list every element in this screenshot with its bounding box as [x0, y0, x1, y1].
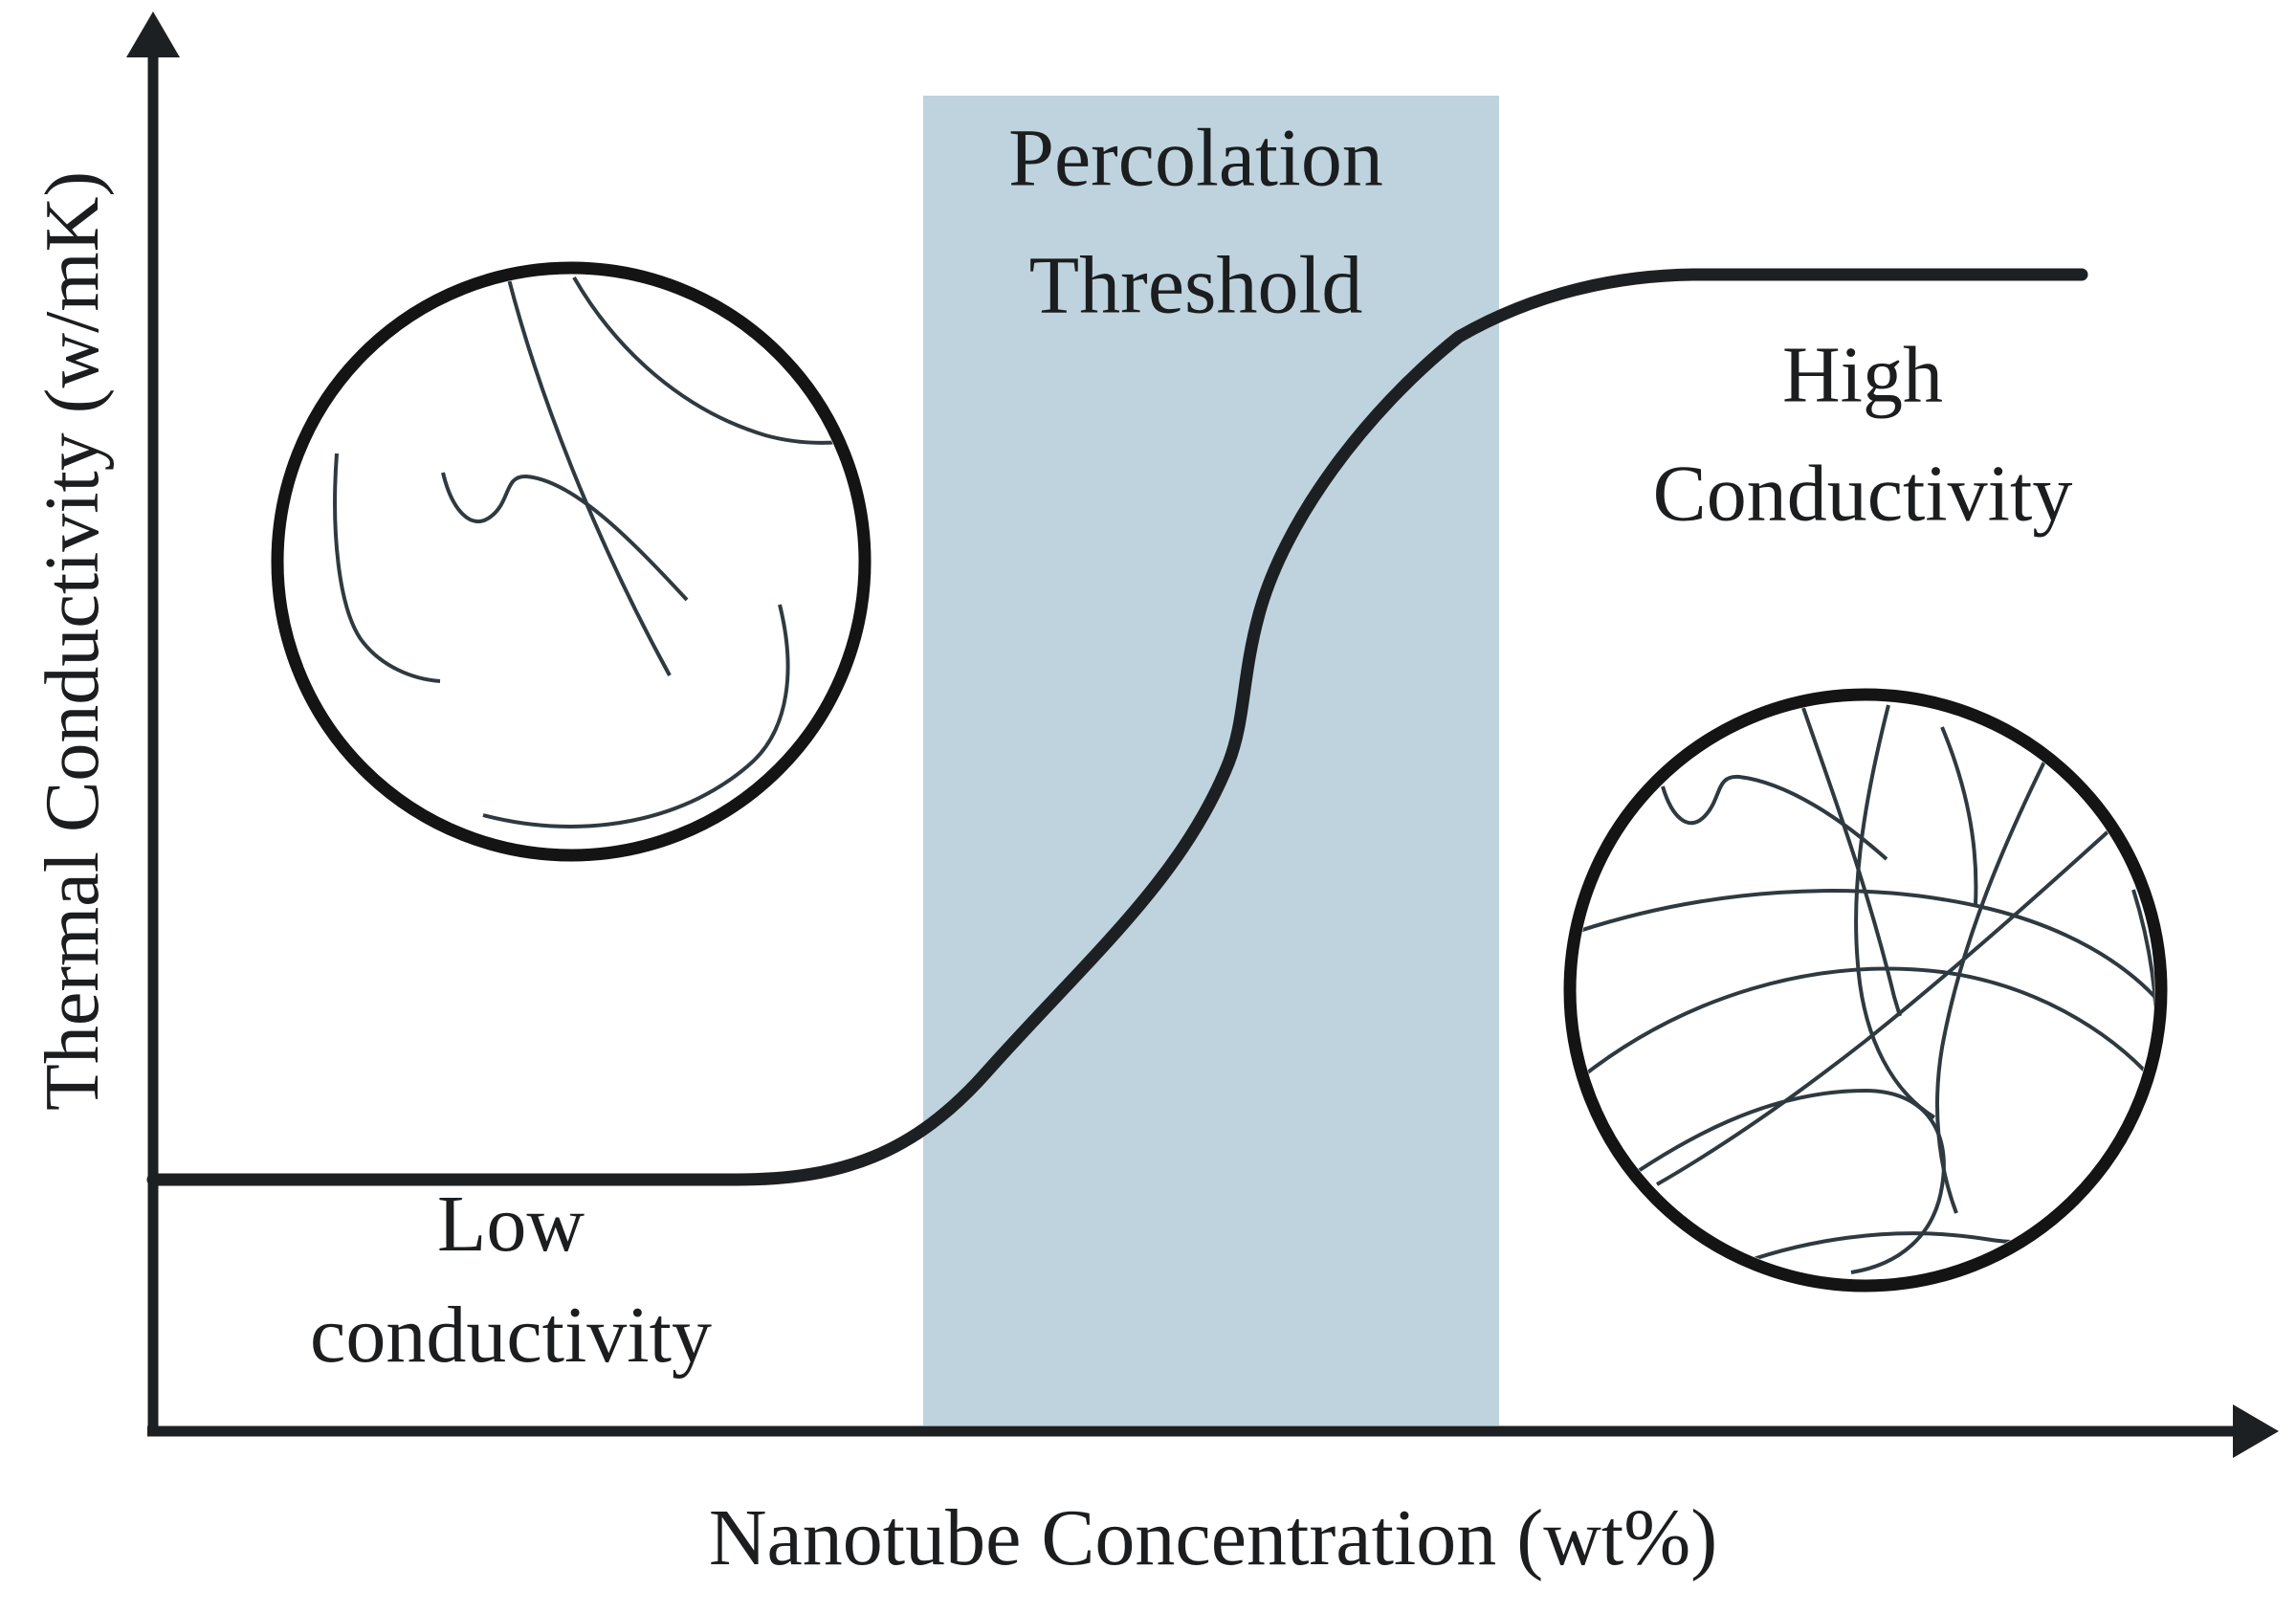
percolation-threshold-label-line1: Percolation: [1008, 111, 1383, 204]
sparse-network-inset: [271, 261, 872, 862]
low-conductivity-label: Low conductivity: [310, 1169, 712, 1391]
dense-network-inset: [1563, 688, 2168, 1293]
high-conductivity-label-line1: High: [1781, 330, 1943, 420]
sparse-nanotube-strands: [333, 276, 858, 829]
sparse-network-circle: [271, 261, 872, 862]
nanotube-strand: [1598, 1088, 1946, 1274]
high-conductivity-label-line2: Conductivity: [1652, 450, 2073, 539]
nanotube-strand: [1661, 774, 1888, 861]
nanotube-strand: [572, 276, 858, 445]
conductivity-curve: [146, 268, 2088, 1186]
nanotube-strand: [1935, 745, 2054, 1214]
nanotube-strand: [1577, 966, 2154, 1083]
percolation-threshold-label-line2: Threshold: [1028, 239, 1363, 331]
percolation-threshold-label: Percolation Threshold: [1008, 95, 1383, 350]
nanotube-strand: [507, 278, 672, 676]
x-axis-label: Nanotube Concentration (wt%): [708, 1492, 1718, 1582]
low-conductivity-label-line2: conductivity: [310, 1291, 712, 1380]
x-axis-arrowhead-icon: [2233, 1404, 2279, 1458]
percolation-band: [923, 96, 1499, 1425]
nanotube-strand: [1656, 800, 2143, 1186]
y-axis-label: Thermal Conductivity (w/mK): [31, 170, 115, 1112]
low-conductivity-label-line1: Low: [437, 1180, 585, 1270]
nanotube-strand: [333, 453, 441, 683]
nanotube-strand: [1940, 726, 1978, 905]
dense-network-circle: [1563, 688, 2168, 1293]
nanotube-strand: [1577, 889, 2154, 1005]
high-conductivity-label: High Conductivity: [1653, 317, 2073, 555]
nanotube-strand: [441, 472, 689, 602]
nanotube-strand: [1854, 704, 1936, 1119]
y-axis-arrowhead-icon: [126, 11, 180, 57]
nanotube-strand: [482, 604, 790, 829]
